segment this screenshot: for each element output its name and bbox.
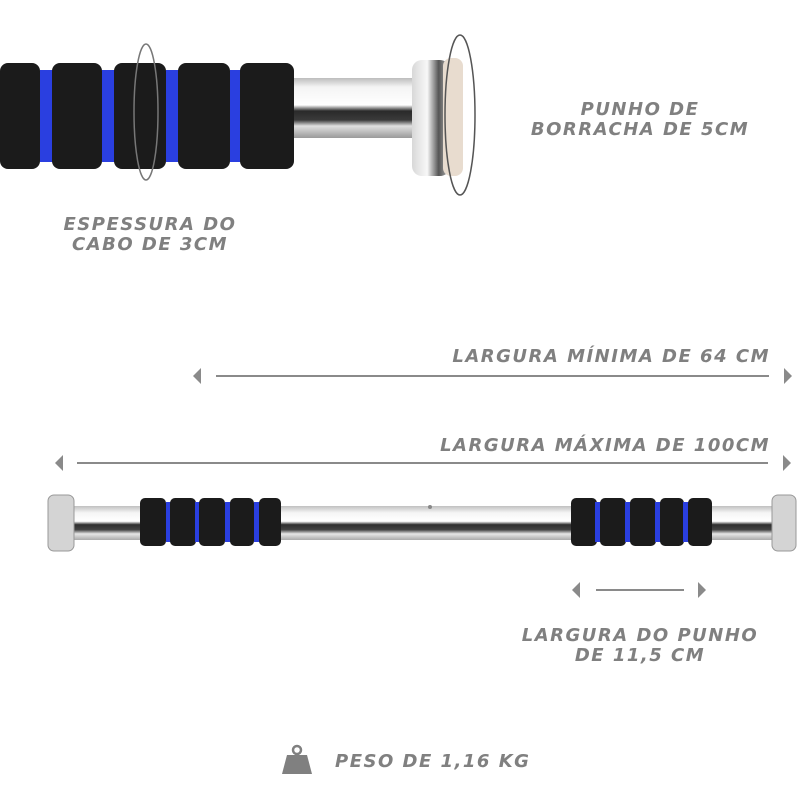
- min-width-label: LARGURA MÍNIMA DE 64 CM: [452, 346, 770, 367]
- max-width-line: [77, 462, 768, 464]
- bar-closeup-image: [0, 34, 476, 196]
- arrow-left-icon: [55, 455, 63, 471]
- min-width-line: [216, 375, 769, 377]
- grip-width-line: [596, 589, 684, 591]
- grip-rubber-line1: PUNHO DE: [580, 99, 700, 120]
- grip-ring: [444, 34, 476, 196]
- arrow-right-icon: [698, 582, 706, 598]
- thickness-ring: [133, 43, 159, 181]
- grip-rubber-line2: BORRACHA DE 5CM: [530, 119, 750, 140]
- grip-width-label: LARGURA DO PUNHO DE 11,5 CM: [505, 626, 775, 666]
- bar-thickness-line1: ESPESSURA DO: [63, 214, 237, 235]
- grip-rubber-label: PUNHO DE BORRACHA DE 5CM: [520, 100, 760, 140]
- grip-width-line1: LARGURA DO PUNHO: [521, 625, 759, 646]
- max-width-label: LARGURA MÁXIMA DE 100CM: [440, 435, 770, 456]
- arrow-left-icon: [193, 368, 201, 384]
- arrow-right-icon: [783, 455, 791, 471]
- bar-thickness-label: ESPESSURA DO CABO DE 3CM: [45, 215, 255, 255]
- grip-width-line2: DE 11,5 CM: [574, 645, 706, 666]
- weight-icon: [282, 744, 312, 774]
- bar-thickness-line2: CABO DE 3CM: [71, 234, 229, 255]
- full-bar-image: [47, 494, 797, 552]
- arrow-right-icon: [784, 368, 792, 384]
- weight-label: PESO DE 1,16 KG: [335, 751, 531, 772]
- arrow-left-icon: [572, 582, 580, 598]
